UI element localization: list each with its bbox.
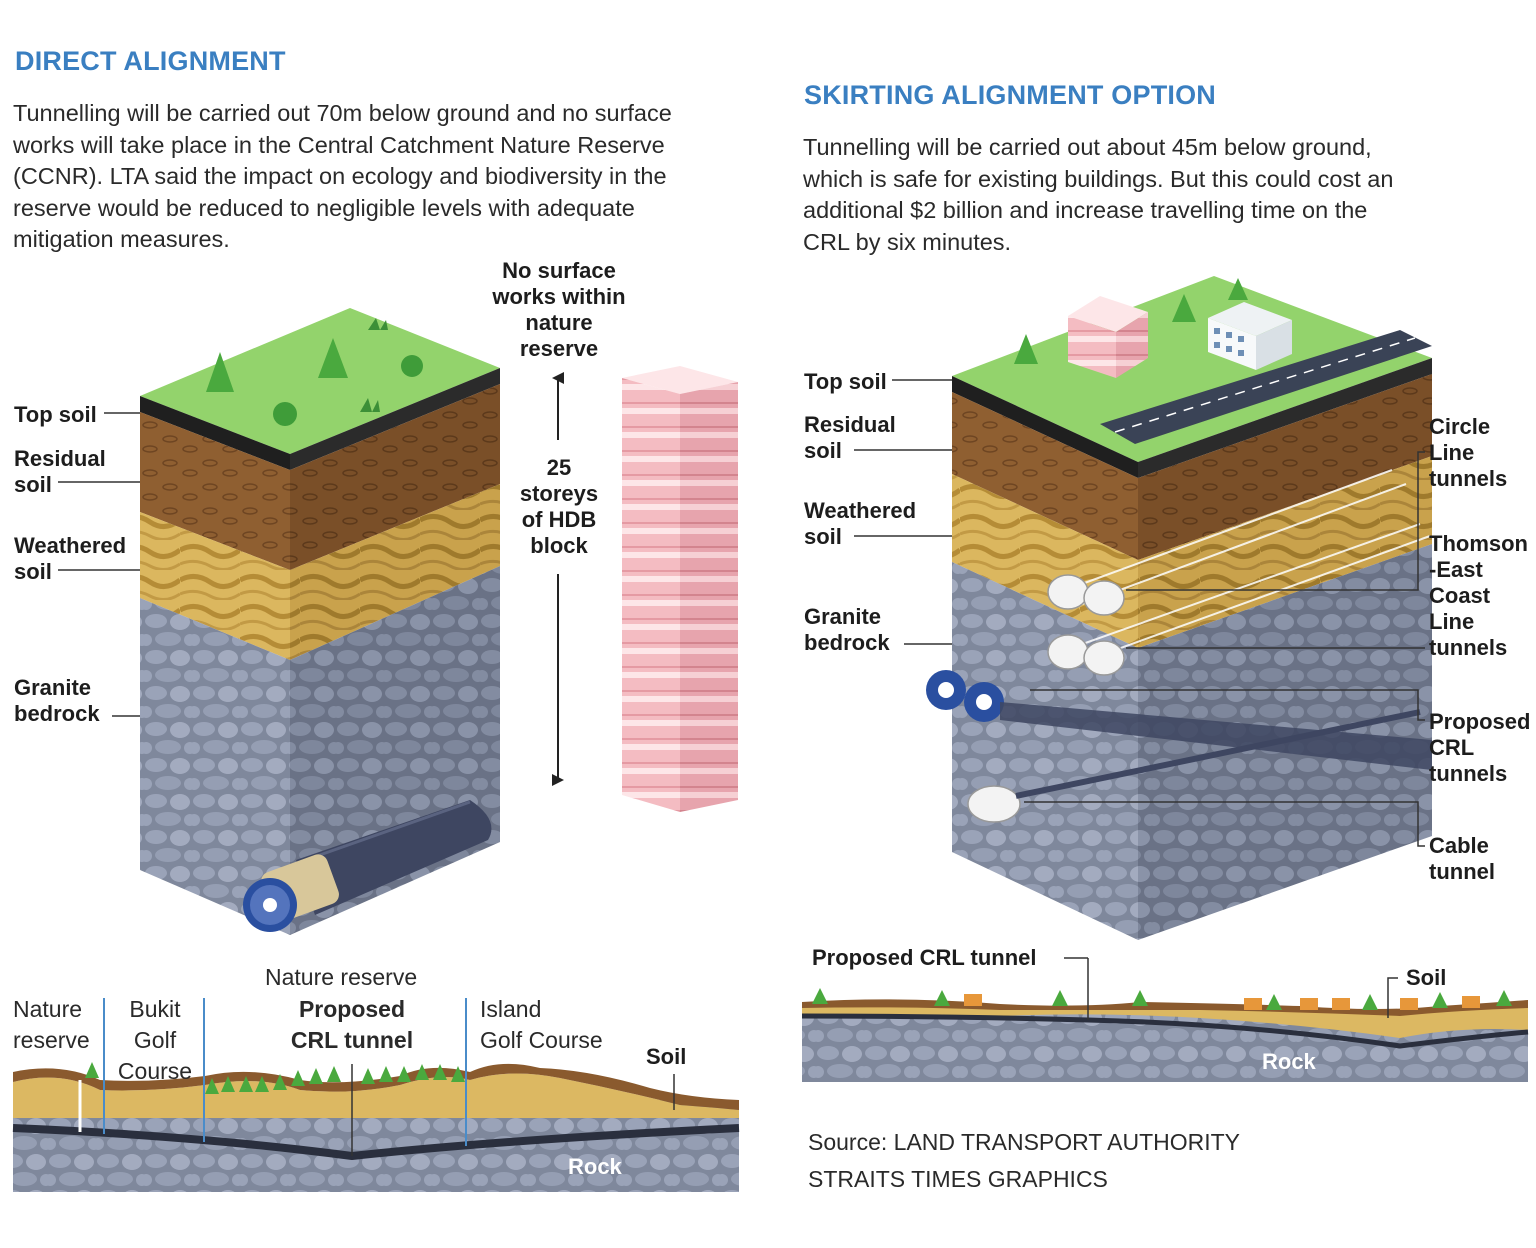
direct-heading: DIRECT ALIGNMENT (15, 46, 286, 76)
label-proposed-crl-tunnels: Proposed CRL tunnels (1429, 709, 1531, 786)
skirting-label-top-soil: Top soil (804, 369, 887, 394)
graphics-credit: STRAITS TIMES GRAPHICS (808, 1166, 1108, 1192)
skirting-profile-soil-label: Soil (1406, 965, 1447, 990)
direct-profile-soil-label: Soil (646, 1044, 687, 1069)
profile-label-island-golf: Island Golf Course (480, 996, 603, 1053)
profile-label-nature-reserve: Nature reserve (13, 996, 90, 1053)
hdb-comparison-note: 25 storeys of HDB block (519, 455, 599, 558)
direct-profile-rock-label: Rock (568, 1154, 622, 1179)
skirting-profile-rock-label: Rock (1262, 1049, 1316, 1074)
no-surface-works-note: No surface works within nature reserve (492, 258, 626, 361)
label-circle-line-tunnels: Circle Line tunnels (1429, 414, 1508, 491)
direct-profile-section (12, 998, 740, 1192)
skirting-label-residual-soil: Residual soil (804, 412, 896, 463)
direct-label-granite-bedrock: Granite bedrock (14, 675, 100, 726)
profile-label-proposed-crl: Proposed CRL tunnel (290, 996, 414, 1053)
skirting-profile-crl-label: Proposed CRL tunnel (812, 945, 1037, 970)
label-thomson-east-coast-tunnels: Thomson -East Coast Line tunnels (1429, 531, 1528, 660)
skirting-label-granite-bedrock: Granite bedrock (804, 604, 890, 655)
direct-soil-block (140, 308, 500, 935)
direct-label-weathered-soil: Weathered soil (14, 533, 127, 584)
source-credit: Source: LAND TRANSPORT AUTHORITY (808, 1129, 1241, 1155)
profile-label-nature-reserve-top: Nature reserve (265, 964, 418, 990)
direct-label-residual-soil: Residual soil (14, 446, 106, 497)
label-cable-tunnel: Cable tunnel (1429, 833, 1495, 884)
skirting-heading: SKIRTING ALIGNMENT OPTION (804, 80, 1216, 110)
direct-leader-lines (58, 412, 140, 717)
skirting-soil-block (926, 276, 1432, 940)
profile-label-bukit-golf: Bukit Golf Course (117, 996, 193, 1084)
direct-intro: Tunnelling will be carried out 70m below… (13, 100, 672, 252)
skirting-profile-section (801, 957, 1529, 1082)
hdb-block-illustration (622, 366, 738, 812)
skirting-intro: Tunnelling will be carried out about 45m… (803, 134, 1394, 255)
skirting-leader-lines (854, 379, 1425, 847)
skirting-label-weathered-soil: Weathered soil (804, 498, 917, 549)
direct-label-top-soil: Top soil (14, 402, 97, 427)
